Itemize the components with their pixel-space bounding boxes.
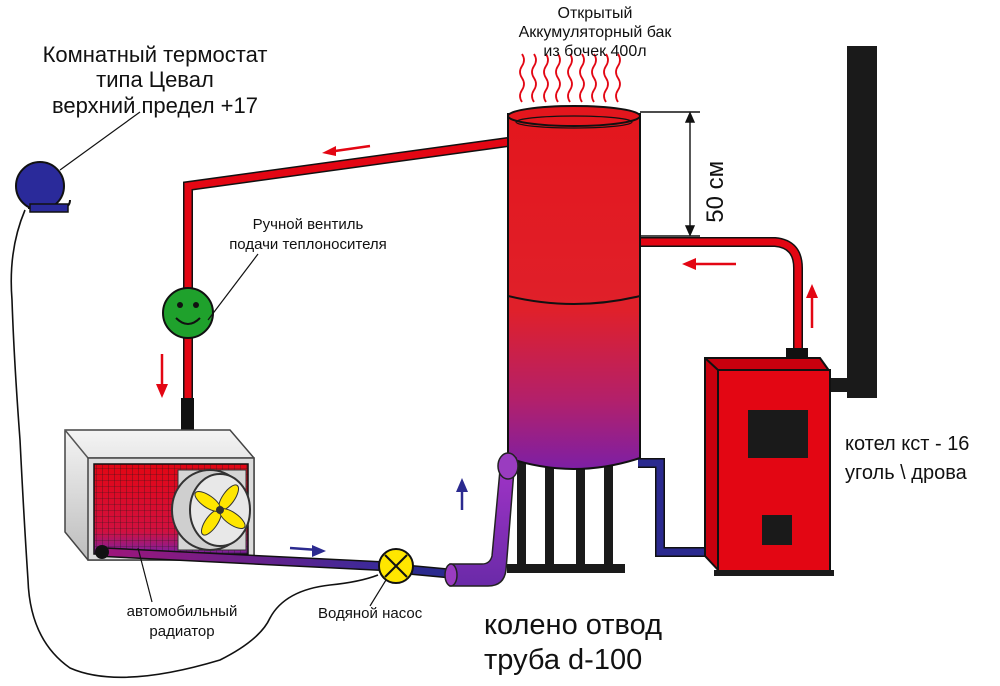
fan-icon [171,469,251,551]
radiator-label: автомобильный радиатор [102,602,262,643]
thermostat-cable [10,209,379,679]
valve-label-line-2: подачи теплоносителя [229,235,387,253]
pump-label: Водяной насос [318,605,423,622]
valve-icon [162,287,214,339]
boiler-door-top [748,410,808,458]
hot-pipe-tank-to-radiator [183,137,509,402]
chimney [828,46,877,398]
boiler-label: котел кст - 16 уголь \ дрова [845,430,1000,488]
boiler-label-line-1: котел кст - 16 [845,433,970,455]
hot-pipe-boiler-to-tank [640,237,803,352]
valve-label: Ручной вентиль подачи теплоносителя [188,215,428,254]
thermostat-label-line-2: типа Цевал [96,67,214,93]
pump-leader [369,579,387,607]
storage-tank [507,105,641,470]
elbow-label-line-2: труба d-100 [484,643,643,676]
tank-label-line-1: Открытый [557,5,633,22]
thermostat-icon [15,161,71,213]
cold-pipe-tank-to-boiler [638,458,722,557]
radiator-label-line-1: автомобильный [126,603,238,620]
tank-stand [507,462,625,573]
flow-arrow-icon [156,144,818,557]
radiator-label-line-2: радиатор [149,623,215,641]
pump-icon [378,548,414,584]
dimension-50cm [640,111,700,237]
dimension-label: 50 см [702,160,730,223]
radiator-inlet-fitting [181,398,194,432]
radiator-leader [137,547,153,603]
thermostat-label-line-3: верхний предел +17 [51,92,258,118]
boiler-label-line-2: уголь \ дрова [845,462,967,484]
thermostat-label: Комнатный термостат типа Цевал верхний п… [10,42,300,118]
elbow-label: колено отвод труба d-100 [484,608,704,678]
boiler-door-bottom [762,515,792,545]
hot-pipe-boiler-to-tank-fill [640,238,802,352]
valve-leader [207,253,259,321]
elbow-label-line-1: колено отвод [484,609,663,641]
cold-pipe-radiator-to-pump [95,545,381,571]
tank-label-line-3: из бочек 400л [543,43,647,61]
valve-label-line-1: Ручной вентиль [252,216,364,233]
thermostat-leader [59,111,141,171]
elbow-pipe-d100 [444,452,519,587]
heat-waves-icon [519,53,621,103]
tank-label: Открытый Аккумуляторный бак из бочек 400… [475,4,715,62]
boiler [704,357,834,576]
thermostat-label-line-1: Комнатный термостат [42,42,268,67]
tank-label-line-2: Аккумуляторный бак [518,24,672,42]
